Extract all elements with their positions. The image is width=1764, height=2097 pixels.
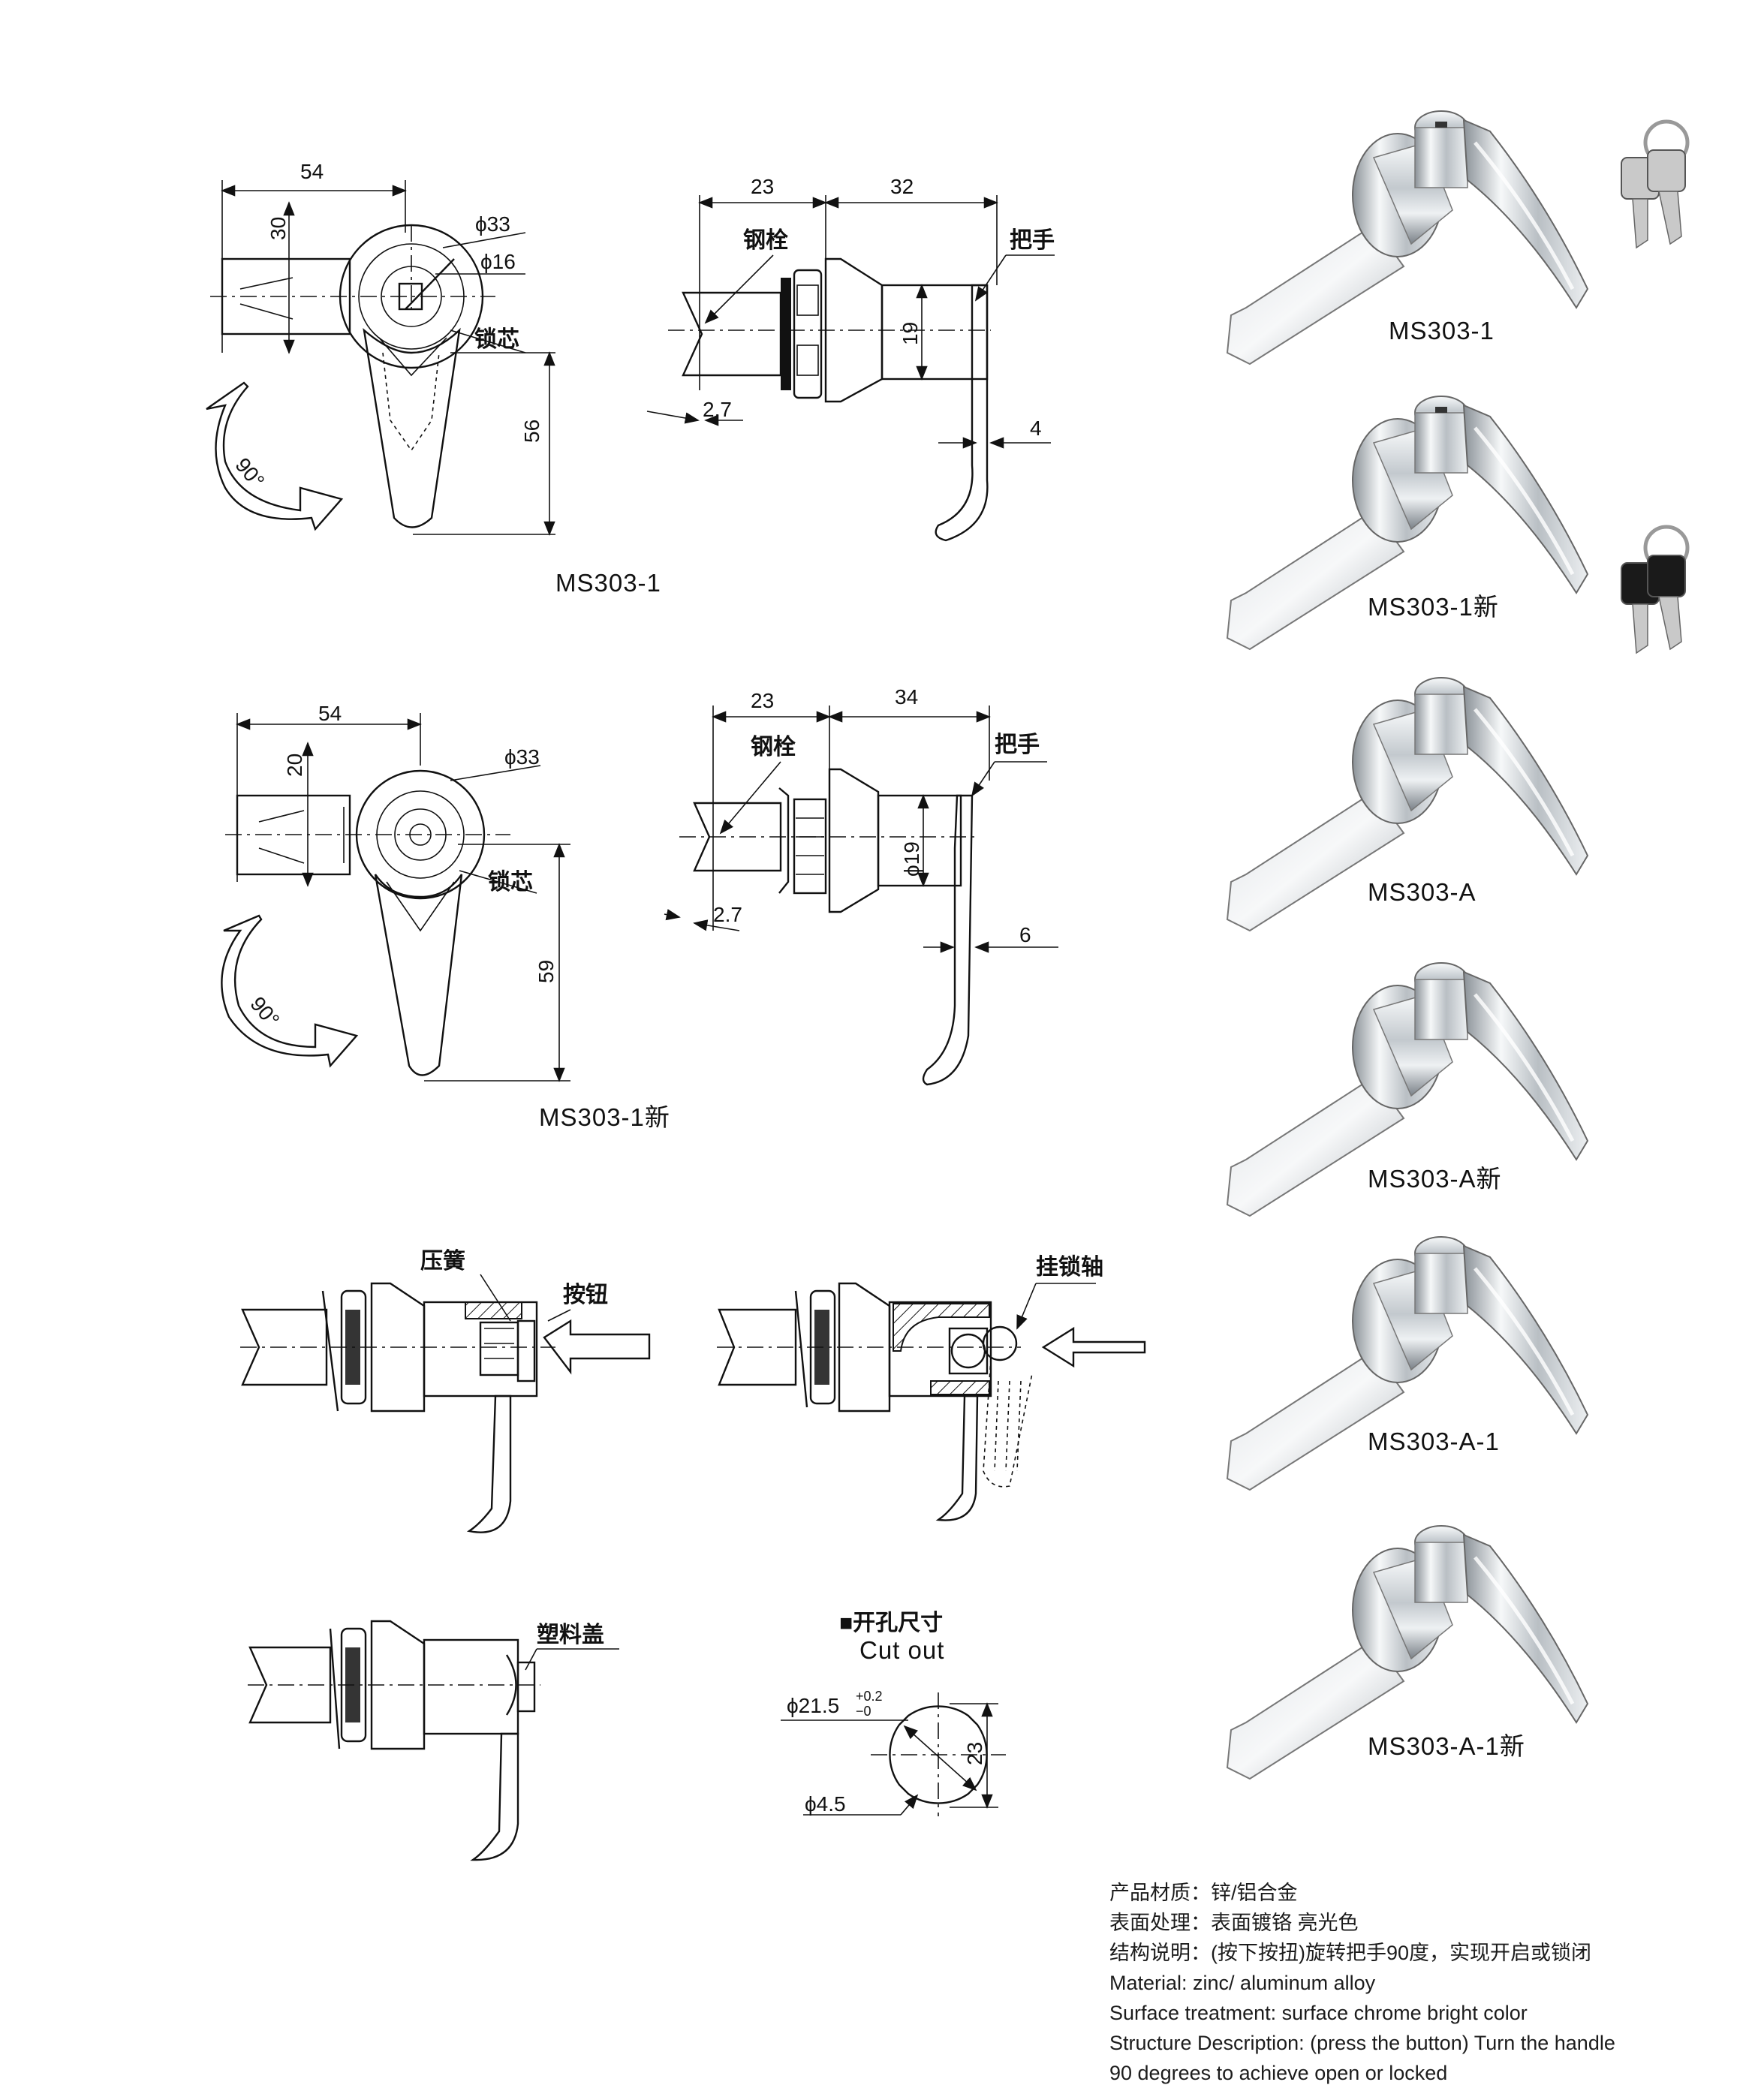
photo-model-label: MS303-A xyxy=(1368,878,1477,906)
dim-height-19: 19 xyxy=(899,322,922,345)
key-icon xyxy=(1621,119,1690,249)
label-lock-core-b: 锁芯 xyxy=(488,870,533,895)
dim-thickness-6: 6 xyxy=(1019,923,1031,946)
spec-line-structure-cn: 结构说明：(按下按扭)旋转把手90度，实现开启或锁闭 xyxy=(1109,1942,1592,1964)
product-photo-3 xyxy=(1226,677,1589,932)
section-padlock-shaft: 挂锁轴 xyxy=(717,1255,1146,1521)
section-plastic-cover: 塑料盖 xyxy=(248,1620,619,1861)
dim-angle-90-b: 90° xyxy=(245,992,284,1031)
product-photo-4 xyxy=(1226,962,1589,1217)
spec-line-material-cn: 产品材质：锌/铝合金 xyxy=(1109,1882,1298,1904)
label-steel-bolt: 钢栓 xyxy=(743,228,788,253)
cutout-title-cn: ■开孔尺寸 xyxy=(839,1611,943,1635)
cutout-drawing: ■开孔尺寸 Cut out ϕ21.5 +0.2 −0 23 ϕ4.5 xyxy=(781,1611,1006,1816)
spec-line-surface-en: Surface treatment: surface chrome bright… xyxy=(1109,2002,1528,2024)
label-lock-core: 锁芯 xyxy=(474,327,519,352)
spec-line-structure-en: Structure Description: (press the button… xyxy=(1109,2032,1615,2054)
label-padlock-shaft: 挂锁轴 xyxy=(1036,1255,1103,1280)
front-view-ms303-1-new: 54 20 ϕ33 锁芯 59 90° MS303-1新 xyxy=(221,702,670,1131)
dim-width-34: 34 xyxy=(895,685,918,709)
dim-height-56: 56 xyxy=(520,420,543,443)
dim-height-30: 30 xyxy=(266,217,290,240)
dim-phi33-b: ϕ33 xyxy=(504,745,540,769)
dim-phi16: ϕ16 xyxy=(480,250,516,273)
dim-width-54-b: 54 xyxy=(318,702,342,725)
label-spring: 压簧 xyxy=(420,1248,465,1274)
press-arrow-icon xyxy=(1041,1326,1146,1368)
key-icon xyxy=(1621,525,1690,654)
rotation-arrow-icon xyxy=(206,381,344,531)
press-arrow-icon xyxy=(543,1319,651,1375)
drawing1-model-label: MS303-1 xyxy=(555,569,661,597)
product-photos xyxy=(1226,110,1690,1780)
dim-width-54: 54 xyxy=(300,160,324,183)
photo-model-label: MS303-1新 xyxy=(1368,593,1499,621)
product-photo-6 xyxy=(1226,1525,1589,1780)
dim-width-32: 32 xyxy=(890,175,914,198)
photo-model-label: MS303-A新 xyxy=(1368,1165,1502,1193)
photo-model-label: MS303-A-1 xyxy=(1368,1428,1500,1455)
side-view-ms303-1: 23 32 钢栓 把手 19 2.7 4 xyxy=(646,175,1055,542)
product-photo-1 xyxy=(1226,110,1690,366)
spec-line-surface-cn: 表面处理：表面镀铬 亮光色 xyxy=(1109,1912,1359,1934)
rotation-arrow-icon xyxy=(221,914,359,1068)
dim-height-20: 20 xyxy=(283,754,306,777)
dim-phi19: ϕ19 xyxy=(900,841,923,877)
dim-cutout-height-23: 23 xyxy=(963,1742,986,1765)
dim-thickness-2-7: 2.7 xyxy=(703,398,732,421)
dim-width-23-b: 23 xyxy=(751,689,774,712)
dim-width-23: 23 xyxy=(751,175,774,198)
photo-model-label: MS303-A-1新 xyxy=(1368,1732,1525,1760)
dim-cutout-hole: ϕ4.5 xyxy=(805,1792,846,1816)
label-steel-bolt-b: 钢栓 xyxy=(751,735,796,760)
dim-thickness-2-7-b: 2.7 xyxy=(713,903,742,926)
product-photo-5 xyxy=(1226,1236,1589,1491)
side-view-ms303-1-new: 23 34 钢栓 把手 ϕ19 2.7 6 xyxy=(664,685,1058,1086)
dim-angle-90: 90° xyxy=(230,453,269,492)
section-button-press: 压簧 按钮 xyxy=(240,1248,651,1533)
spec-block: 产品材质：锌/铝合金 表面处理：表面镀铬 亮光色 结构说明：(按下按扭)旋转把手… xyxy=(1109,1878,1755,2088)
dim-cutout-diameter: ϕ21.5 xyxy=(787,1694,839,1717)
drawing2-model-label: MS303-1新 xyxy=(539,1103,670,1131)
spec-line-structure-en-2: 90 degrees to achieve open or locked xyxy=(1109,2062,1448,2084)
dim-cutout-tol-plus: +0.2 xyxy=(856,1689,883,1704)
label-handle-b: 把手 xyxy=(995,733,1040,757)
dim-thickness-4: 4 xyxy=(1030,417,1042,440)
front-view-ms303-1: 54 30 ϕ33 ϕ16 锁芯 56 90° MS303-1 xyxy=(206,160,661,597)
dim-phi33: ϕ33 xyxy=(475,212,510,236)
label-plastic-cover: 塑料盖 xyxy=(537,1623,604,1647)
label-button: 按钮 xyxy=(563,1283,608,1307)
photo-model-label: MS303-1 xyxy=(1389,317,1495,344)
product-photo-2 xyxy=(1226,396,1690,654)
spec-line-material-en: Material: zinc/ aluminum alloy xyxy=(1109,1972,1376,1994)
label-handle: 把手 xyxy=(1010,228,1055,253)
dim-height-59: 59 xyxy=(534,960,558,983)
cutout-title-en: Cut out xyxy=(859,1636,944,1664)
dim-cutout-tol-minus: −0 xyxy=(856,1704,871,1719)
